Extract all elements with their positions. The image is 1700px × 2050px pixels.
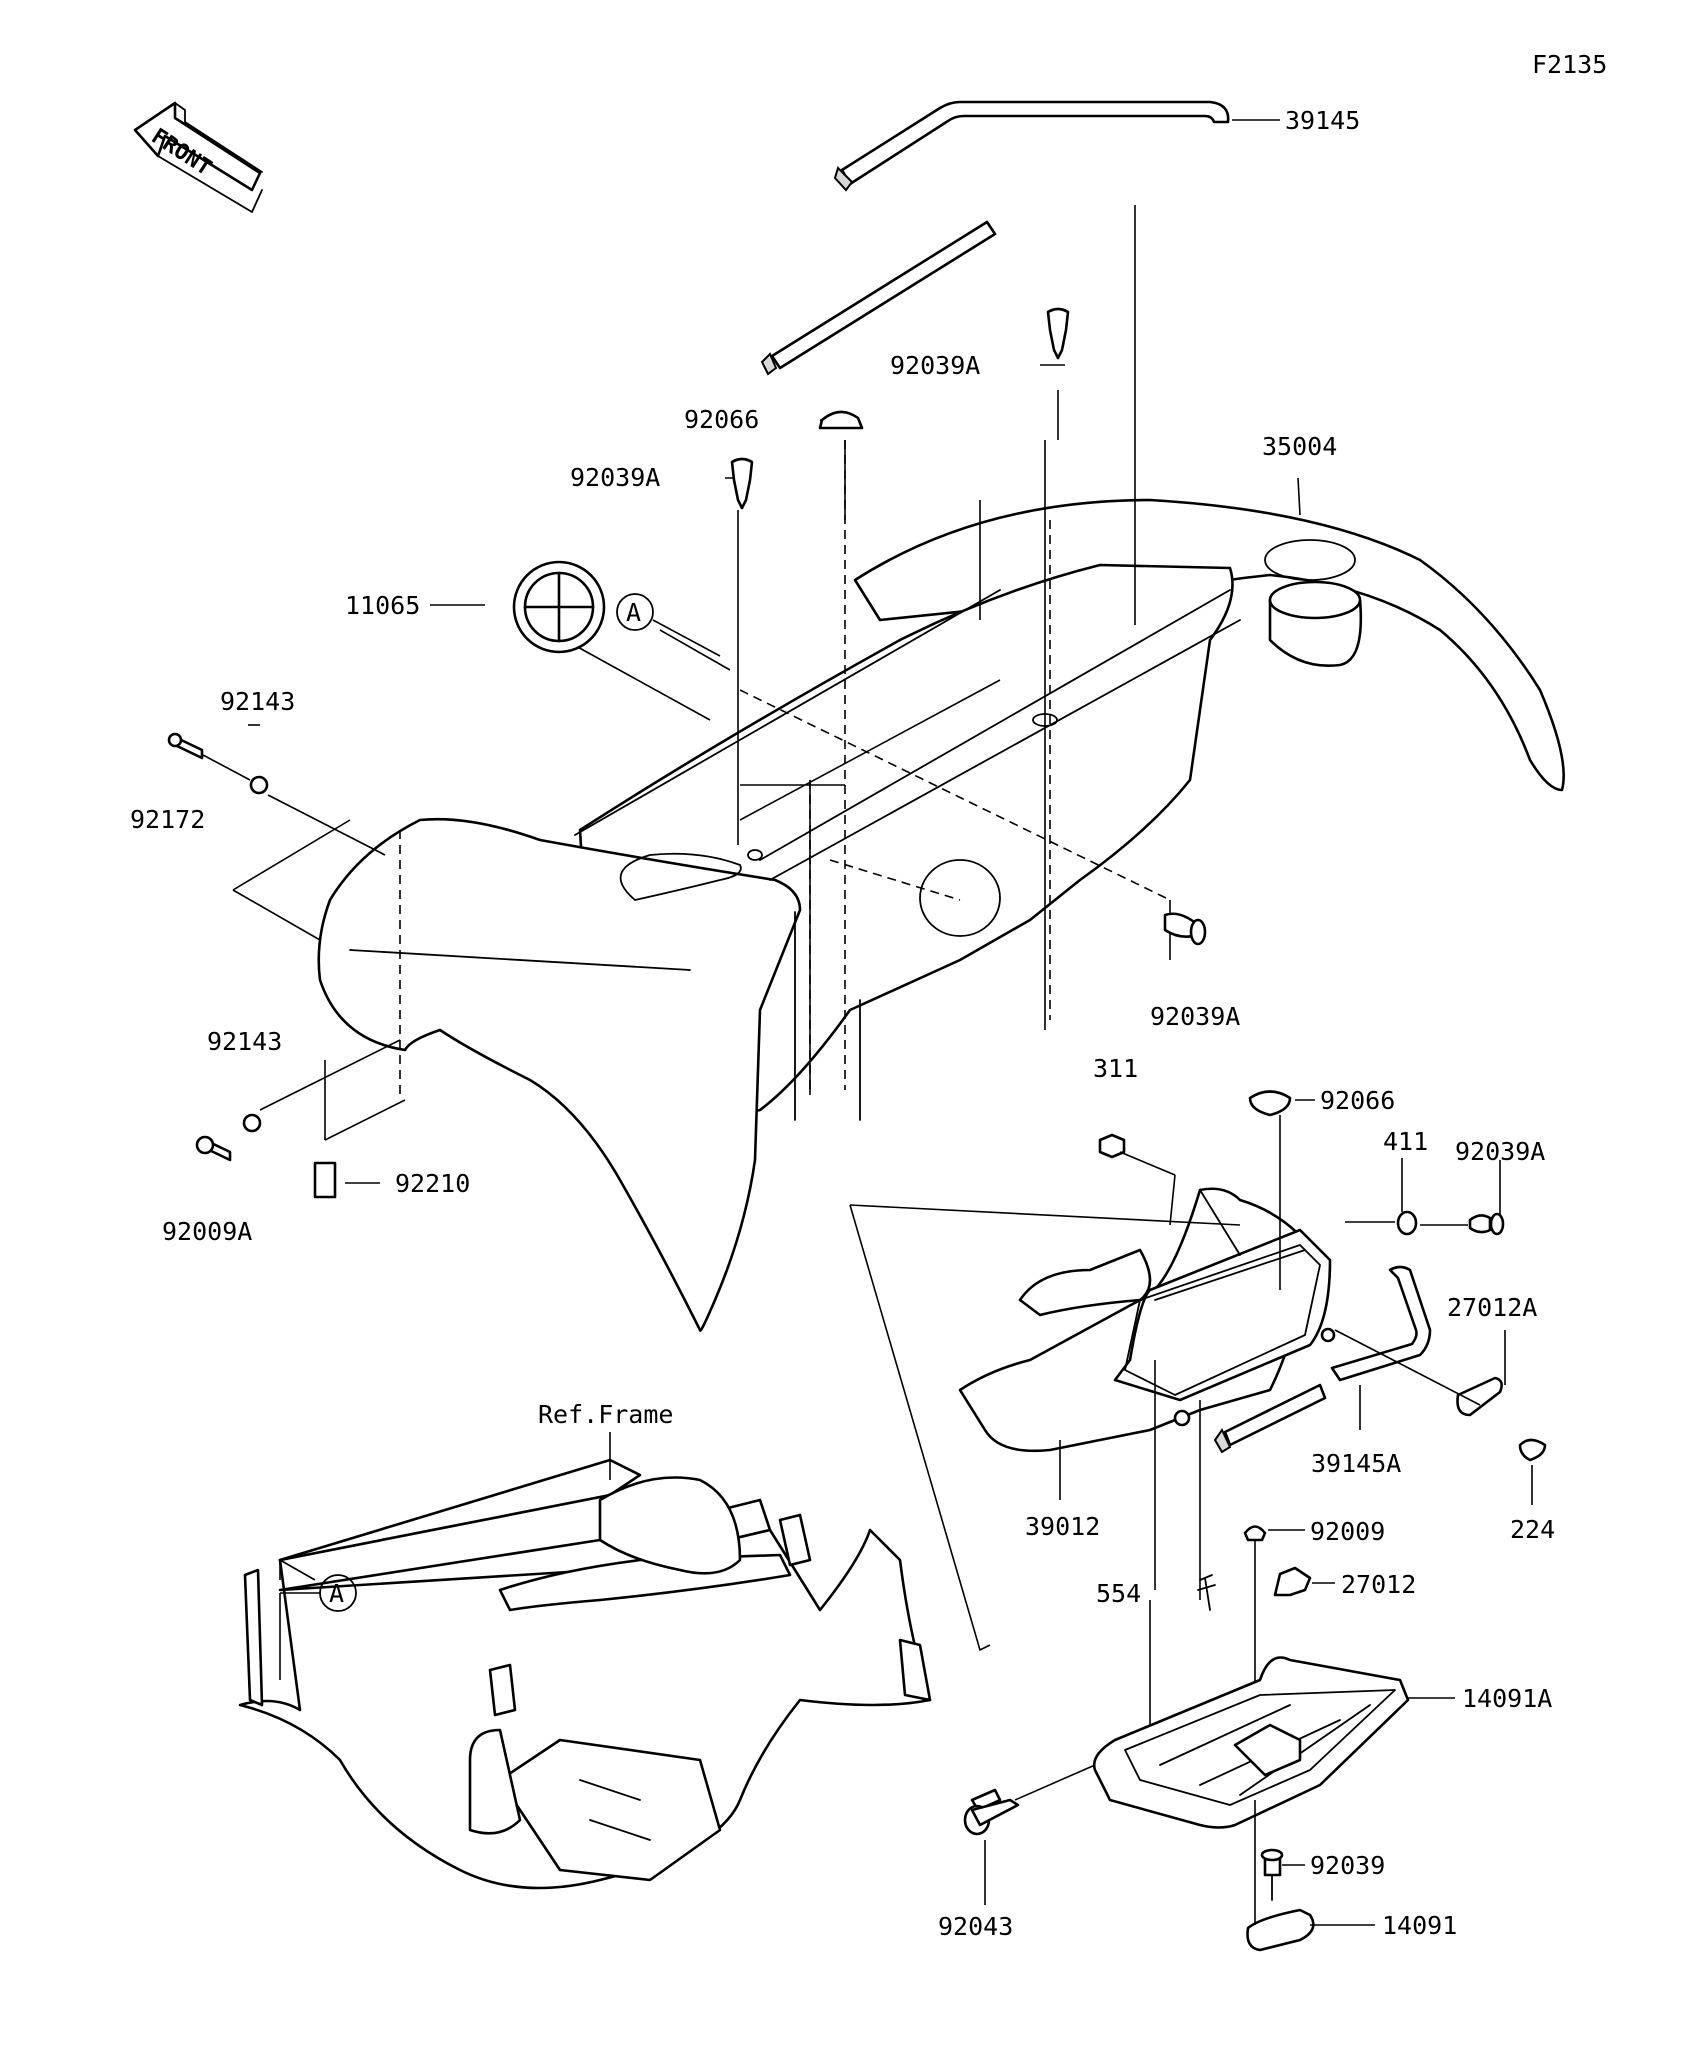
box-fasteners xyxy=(849,1090,1547,1505)
label-92066-top: 92066 xyxy=(684,405,759,434)
label-92143-top: 92143 xyxy=(220,687,295,716)
label-92039a-left: 92039A xyxy=(570,463,660,492)
label-224: 224 xyxy=(1510,1515,1555,1544)
label-92039a-mid: 92039A xyxy=(1150,1002,1240,1031)
label-92039a-top: 92039A xyxy=(890,351,980,380)
lower-right-parts xyxy=(963,1525,1455,1952)
label-39012: 39012 xyxy=(1025,1512,1100,1541)
part-labels: F2135 Ref.Frame 39145 92039A 92066 35004… xyxy=(130,50,1607,1941)
label-92172: 92172 xyxy=(130,805,205,834)
label-92009a: 92009A xyxy=(162,1217,252,1246)
label-92039a-right: 92039A xyxy=(1455,1137,1545,1166)
label-14091a: 14091A xyxy=(1462,1684,1552,1713)
trim-strip-39145 xyxy=(760,100,1230,376)
callout-a-upper: A xyxy=(616,593,721,657)
ref-frame-label: Ref.Frame xyxy=(538,1400,673,1429)
label-27012a: 27012A xyxy=(1447,1293,1537,1322)
label-92066-right: 92066 xyxy=(1320,1086,1395,1115)
trim-strip-39145a xyxy=(1213,1265,1432,1454)
fender-35004 xyxy=(317,498,1565,1332)
label-92039: 92039 xyxy=(1310,1851,1385,1880)
label-554: 554 xyxy=(1096,1579,1141,1608)
callout-a-upper-label: A xyxy=(626,598,641,627)
storage-box-39012 xyxy=(958,1187,1336,1600)
callout-a-lower-label: A xyxy=(329,1579,344,1608)
label-411: 411 xyxy=(1383,1127,1428,1156)
figure-code: F2135 xyxy=(1532,50,1607,79)
upper-leader-lines xyxy=(202,119,1301,1184)
label-92210: 92210 xyxy=(395,1169,470,1198)
front-direction-arrow: FRONT xyxy=(133,101,263,213)
label-311: 311 xyxy=(1093,1054,1138,1083)
label-39145: 39145 xyxy=(1285,106,1360,135)
callout-a-lower: A xyxy=(279,1574,357,1680)
label-92143-bot: 92143 xyxy=(207,1027,282,1056)
label-11065: 11065 xyxy=(345,591,420,620)
label-92043: 92043 xyxy=(938,1912,1013,1941)
upper-fasteners xyxy=(167,307,1207,1199)
label-27012: 27012 xyxy=(1341,1570,1416,1599)
label-39145a: 39145A xyxy=(1311,1449,1401,1478)
frame-reference xyxy=(238,1204,991,1890)
label-35004: 35004 xyxy=(1262,432,1337,461)
label-14091: 14091 xyxy=(1382,1911,1457,1940)
label-92009: 92009 xyxy=(1310,1517,1385,1546)
